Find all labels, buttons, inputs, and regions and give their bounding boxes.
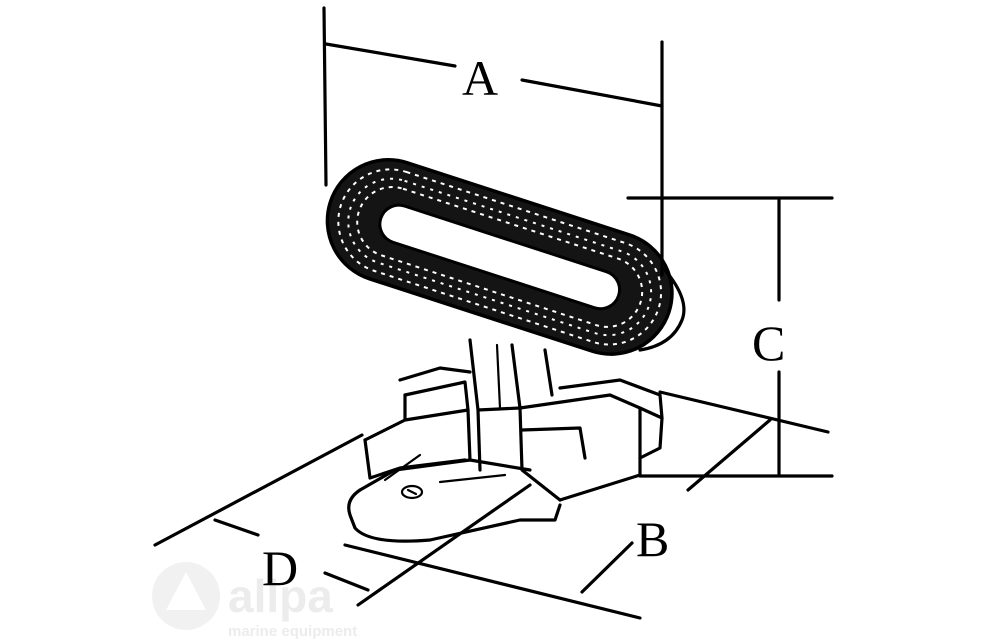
grip-pad [325, 158, 686, 356]
label-a: A [462, 50, 498, 106]
label-d: D [262, 540, 298, 596]
label-c: C [752, 315, 785, 371]
dimension-c: C [626, 196, 834, 478]
watermark-tagline: marine equipment [228, 623, 357, 640]
dimension-b: B [343, 390, 830, 620]
watermark-brand: allpa [228, 570, 333, 622]
dimension-a: A [322, 6, 664, 277]
label-b: B [636, 511, 669, 567]
dimension-d: D [153, 433, 532, 607]
base-block [347, 338, 664, 543]
watermark-logo: allpa marine equipment [152, 562, 357, 640]
